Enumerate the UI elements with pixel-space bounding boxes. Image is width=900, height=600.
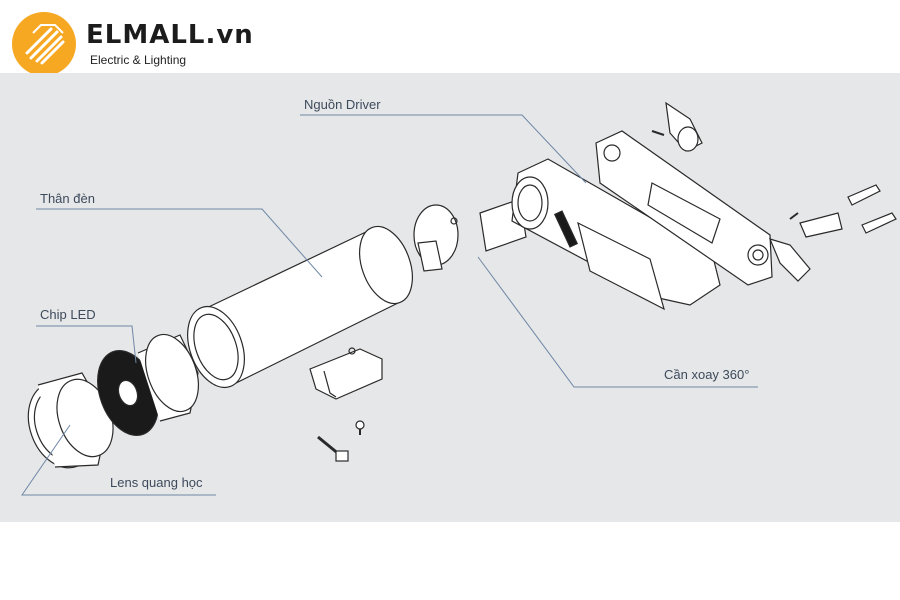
label-arm: Cần xoay 360° <box>664 367 750 382</box>
reflector-part <box>137 333 199 422</box>
body-part <box>187 225 413 389</box>
rotating-arm <box>595 130 773 286</box>
lens-part <box>27 372 114 469</box>
brand-tagline: Electric & Lighting <box>90 53 187 67</box>
logo-icon <box>12 12 76 76</box>
mount-bracket <box>309 347 383 400</box>
exploded-diagram: Nguồn Driver Thân đèn Chip LED Cần xoay … <box>0 73 900 522</box>
disc-connector <box>413 198 527 272</box>
chip-led-part <box>97 349 159 437</box>
leader-lines <box>21 114 758 496</box>
site-header: ELMALL.vn Electric & Lighting <box>0 0 900 76</box>
label-driver: Nguồn Driver <box>304 97 381 112</box>
knob-clips <box>651 101 897 282</box>
diagram-svg <box>21 101 897 496</box>
screws <box>317 420 365 462</box>
label-chip-led: Chip LED <box>40 307 96 322</box>
driver-housing <box>511 158 721 311</box>
label-body: Thân đèn <box>40 191 95 206</box>
label-lens: Lens quang học <box>110 475 203 490</box>
brand-name: ELMALL.vn <box>86 20 254 50</box>
